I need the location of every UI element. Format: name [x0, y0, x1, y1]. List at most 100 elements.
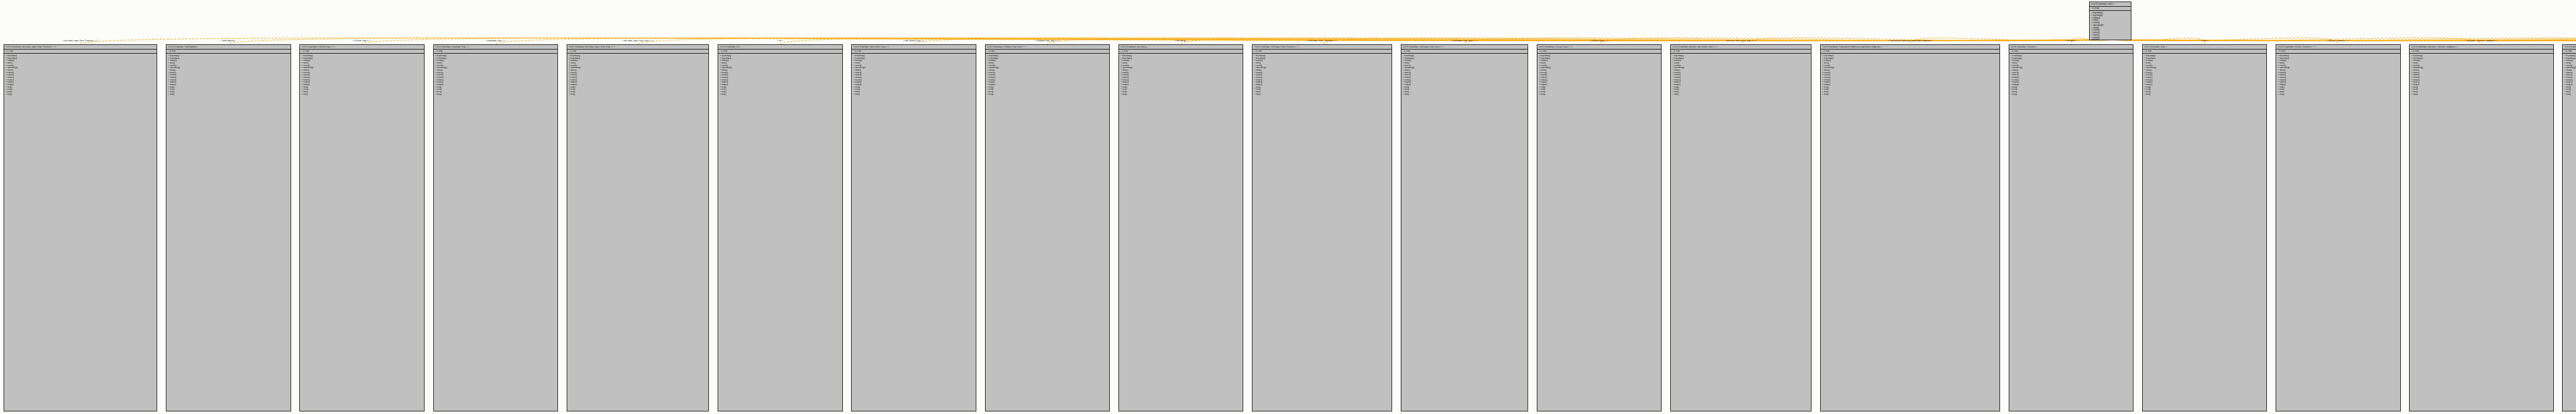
method-row: + end(): [2144, 88, 2151, 91]
method-row: + erase(): [2144, 78, 2153, 81]
method-row: + begin(): [2564, 80, 2573, 84]
method-row: + erase(): [987, 76, 995, 79]
method-row: + size(): [168, 61, 175, 64]
method-row: + end(): [1121, 88, 1127, 91]
node-attributes: - d_map: [166, 49, 291, 54]
node-attributes: - d_map: [852, 49, 976, 54]
method-row: + empty(): [2278, 59, 2287, 62]
method-row: + insert(): [301, 71, 310, 74]
edge-label-15: < Expr >: [2200, 39, 2209, 42]
uml-node-leaf-8[interactable]: CVC3::ExprMap< std::string >- d_map+ Exp…: [1118, 44, 1244, 411]
uml-node-leaf-18[interactable]: CVC3::ExprMap< CDOmap< Expr, Theorem2 > …: [2562, 44, 2576, 411]
node-attributes: - d_map: [2563, 49, 2576, 54]
method-row: + erase(): [1822, 76, 1831, 79]
method-row: + ExprMap(): [1254, 56, 1266, 59]
method-row: + ExprMap(): [2144, 56, 2156, 59]
node-title: CVC3::ExprMap< Theorem >: [2009, 45, 2133, 49]
method-row: + insert(): [2278, 73, 2286, 76]
method-row: + count(): [1402, 63, 1411, 67]
method-row: + count(): [720, 63, 728, 67]
method-row: + erase(): [853, 76, 862, 79]
method-row: + find(): [1121, 90, 1127, 93]
method-row: + ExprMap(): [2091, 13, 2103, 16]
uml-node-leaf-12[interactable]: CVC3::ExprMap< std::set< std::vector< Ex…: [1670, 44, 1811, 411]
uml-node-leaf-16[interactable]: CVC3::ExprMap< CDList< Theorem > * >- d_…: [2276, 44, 2401, 411]
method-row: + insert(): [1402, 73, 1411, 76]
method-row: + find(): [435, 92, 442, 95]
uml-node-leaf-9[interactable]: CVC3::ExprMap< CDOmap< Expr, Theorem > *…: [1252, 44, 1392, 411]
method-row: + find(): [168, 90, 175, 93]
method-row: + size(): [435, 61, 442, 64]
method-row: + insert(): [1538, 73, 1547, 76]
method-row: + begin(): [2411, 83, 2420, 86]
method-row: + begin(): [6, 80, 14, 84]
uml-node-leaf-0[interactable]: CVC3::ExprMap< std::hash_map< Expr, Theo…: [4, 44, 158, 411]
node-attributes: - d_map: [2276, 49, 2400, 54]
method-row: + find(): [2010, 92, 2018, 95]
method-row: + find(): [1121, 92, 1127, 95]
method-row: + ExprMap(): [1254, 54, 1266, 57]
method-row: + erase(): [1121, 76, 1129, 79]
method-row: + count(): [1538, 63, 1547, 67]
method-row: + insert(): [2411, 71, 2420, 74]
uml-node-leaf-5[interactable]: CVC3::ExprMap< int >- d_map+ ExprMap()+ …: [718, 44, 843, 411]
node-methods: + ExprMap()+ ExprMap()+ empty()+ size()+…: [2090, 11, 2131, 40]
method-row: + insert(): [1672, 73, 1681, 76]
method-row: + find(): [853, 92, 860, 95]
uml-node-leaf-13[interactable]: CVC3::ExprMap< TheoryArith::DifferenceLo…: [1820, 44, 2000, 411]
method-row: + operator[](): [2010, 66, 2023, 69]
uml-node-leaf-4[interactable]: CVC3::ExprMap< std::hash_map< Expr, Expr…: [566, 44, 709, 411]
uml-node-leaf-10[interactable]: CVC3::ExprMap< CDOmap< Expr, bool > * >-…: [1400, 44, 1528, 411]
method-row: + insert(): [987, 71, 995, 74]
method-row: + ExprMap(): [2278, 56, 2290, 59]
method-row: + end(): [2278, 88, 2284, 91]
uml-node-leaf-3[interactable]: CVC3::ExprMap< ExprMap< Expr > >- d_map+…: [433, 44, 558, 411]
method-row: + clear(): [6, 69, 13, 72]
method-row: + end(): [720, 85, 726, 88]
method-row: + size(): [987, 61, 994, 64]
uml-node-leaf-2[interactable]: CVC3::ExprMap< CDList< Ineq > * >- d_map…: [299, 44, 425, 411]
uml-node-leaf-15[interactable]: CVC3::ExprMap< Expr >- d_map+ ExprMap()+…: [2142, 44, 2267, 411]
uml-node-root[interactable]: CVC3::ExprMap< Data >- d_map+ ExprMap()+…: [2089, 2, 2131, 40]
method-row: + ExprMap(): [568, 56, 581, 59]
method-row: + end(): [435, 88, 442, 91]
uml-node-leaf-1[interactable]: CVC3::ExprMap< multTrigsInfo >- d_map+ E…: [166, 44, 291, 411]
method-row: + count(): [435, 63, 444, 67]
method-row: + begin(): [2564, 83, 2573, 86]
method-row: + end(): [1402, 85, 1410, 88]
method-row: + end(): [2564, 85, 2571, 88]
node-attributes: - d_map: [4, 49, 157, 54]
method-row: + ExprMap(): [2411, 54, 2423, 57]
method-row: + begin(): [720, 80, 728, 84]
method-row: + insert(): [1822, 71, 1831, 74]
uml-node-leaf-17[interactable]: CVC3::ExprMap< std::pair< Theorem, unsig…: [2409, 44, 2554, 411]
method-row: + ExprMap(): [1822, 56, 1834, 59]
method-row: + find(): [6, 90, 12, 93]
method-row: + insert(): [2010, 71, 2019, 74]
method-row: + clear(): [853, 69, 861, 72]
method-row: + begin(): [1822, 80, 1831, 84]
node-attributes: - d_map: [433, 49, 558, 54]
method-row: + find(): [2411, 92, 2418, 95]
method-row: + insert(): [1822, 73, 1831, 76]
uml-node-leaf-6[interactable]: CVC3::ExprMap< std::vector< Expr > >- d_…: [851, 44, 976, 411]
method-row: + begin(): [1402, 83, 1411, 86]
method-row: + ExprMap(): [1538, 54, 1551, 57]
method-row: + insert(): [1402, 71, 1411, 74]
method-row: + insert(): [1121, 73, 1129, 76]
method-row: + count(): [1121, 63, 1129, 67]
uml-node-leaf-14[interactable]: CVC3::ExprMap< Theorem >- d_map+ ExprMap…: [2008, 44, 2133, 411]
uml-node-leaf-7[interactable]: CVC3::ExprMap< CDMap< Expr, bool > * >- …: [985, 44, 1110, 411]
method-row: + operator[](): [1254, 66, 1266, 69]
method-row: + end(): [987, 85, 994, 88]
edge-label-3: < ExprMap< Expr > >: [485, 39, 505, 42]
attribute-row: - d_map: [1254, 49, 1262, 52]
method-row: + begin(): [301, 83, 310, 86]
method-row: + erase(): [1402, 76, 1411, 79]
inheritance-edge-13: [1909, 37, 2109, 45]
uml-node-leaf-11[interactable]: CVC3::ExprMap< CDList< Expr > * >- d_map…: [1536, 44, 1662, 411]
method-row: + operator[](): [853, 66, 866, 69]
method-row: + empty(): [2010, 59, 2020, 62]
method-row: + ExprMap(): [987, 56, 998, 59]
node-title: CVC3::ExprMap< std::hash_map< Expr, Expr…: [567, 45, 709, 49]
